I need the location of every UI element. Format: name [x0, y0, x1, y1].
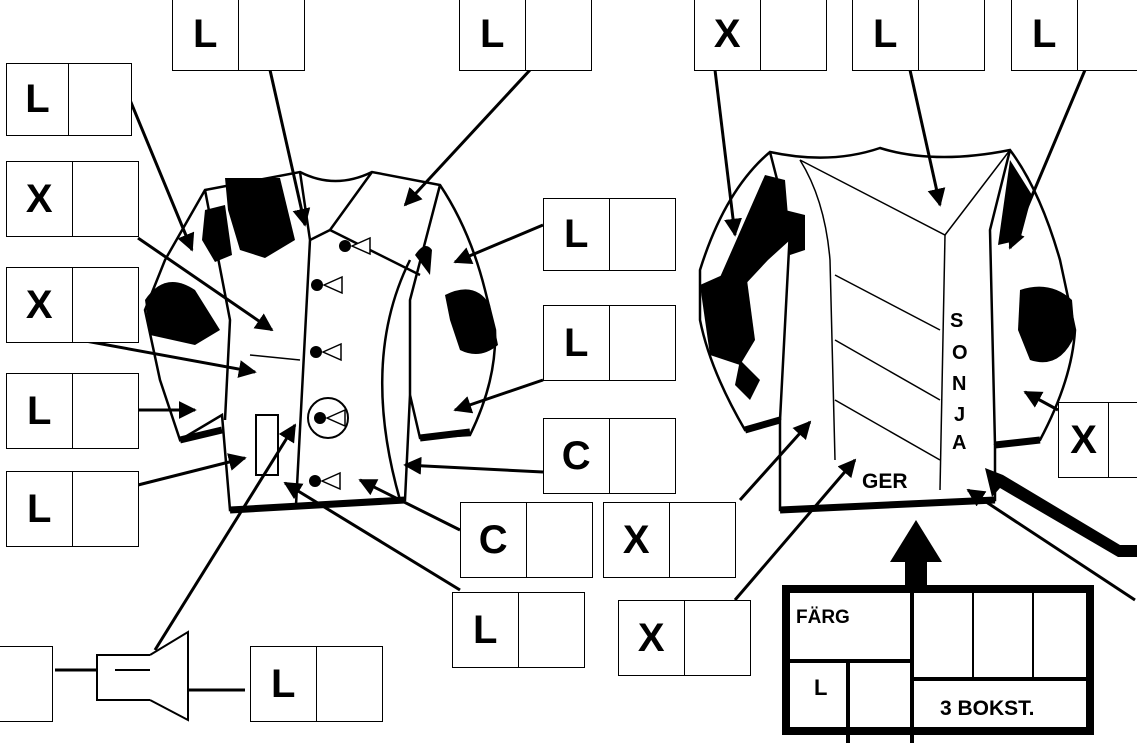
- code-value: L: [853, 0, 919, 70]
- letter-cell-1[interactable]: [914, 593, 974, 681]
- code-value: L: [173, 0, 239, 70]
- name-pointer: [985, 468, 1137, 557]
- letters-label: 3 BOKST.: [940, 697, 1035, 721]
- code-box-top-3[interactable]: X: [694, 0, 827, 71]
- code-box-bottom-empty[interactable]: [0, 646, 53, 722]
- code-value: C: [461, 503, 527, 577]
- code-value: X: [695, 0, 761, 70]
- code-value: L: [453, 593, 519, 667]
- code-box-left-4[interactable]: L: [6, 373, 139, 449]
- code-box-left-1[interactable]: L: [6, 63, 132, 136]
- code-value: X: [1059, 403, 1109, 477]
- code-value: L: [7, 374, 73, 448]
- code-box-mid-1[interactable]: L: [543, 198, 676, 271]
- code-value: X: [7, 268, 73, 342]
- country-code: GER: [862, 470, 908, 494]
- code-box-top-4[interactable]: L: [852, 0, 985, 71]
- code-cell[interactable]: L: [790, 663, 850, 743]
- letter-cell-3[interactable]: [1034, 593, 1094, 681]
- code-cell-blank[interactable]: [850, 663, 914, 743]
- code-value: L: [544, 306, 610, 380]
- code-value: X: [604, 503, 670, 577]
- code-value: L: [460, 0, 526, 70]
- code-box-top-5[interactable]: L: [1011, 0, 1137, 71]
- code-box-back-2[interactable]: X: [618, 600, 751, 676]
- name-letter-1: S: [950, 310, 963, 333]
- code-box-left-2[interactable]: X: [6, 161, 139, 237]
- color-cell[interactable]: FÄRG: [790, 593, 914, 663]
- name-letter-5: A: [952, 432, 966, 455]
- code-box-left-5[interactable]: L: [6, 471, 139, 547]
- code-box-mid-2[interactable]: L: [543, 305, 676, 381]
- color-panel: FÄRG L 3 BOKST.: [782, 585, 1094, 735]
- letter-cell-2[interactable]: [974, 593, 1034, 681]
- code-value: L: [251, 647, 317, 721]
- code-value: X: [619, 601, 685, 675]
- code-box-back-1[interactable]: X: [603, 502, 736, 578]
- code-box-mid-5[interactable]: L: [452, 592, 585, 668]
- panel-pointer: [890, 520, 942, 588]
- code-value: X: [7, 162, 73, 236]
- color-label: FÄRG: [796, 607, 850, 629]
- code-box-top-1[interactable]: L: [172, 0, 305, 71]
- button-closeup: [97, 632, 188, 720]
- code-label: L: [814, 675, 827, 701]
- name-letter-3: N: [952, 373, 966, 396]
- code-box-bottom-1[interactable]: L: [250, 646, 383, 722]
- code-box-top-2[interactable]: L: [459, 0, 592, 71]
- code-value: L: [1012, 0, 1078, 70]
- code-value: L: [7, 64, 69, 135]
- code-box-back-3[interactable]: X: [1058, 402, 1137, 478]
- name-letter-4: J: [954, 404, 965, 427]
- code-value: C: [544, 419, 610, 493]
- code-box-left-3[interactable]: X: [6, 267, 139, 343]
- code-box-mid-4[interactable]: C: [460, 502, 593, 578]
- code-value: L: [544, 199, 610, 270]
- code-box-mid-3[interactable]: C: [543, 418, 676, 494]
- code-value: L: [7, 472, 73, 546]
- name-letter-2: O: [952, 342, 968, 365]
